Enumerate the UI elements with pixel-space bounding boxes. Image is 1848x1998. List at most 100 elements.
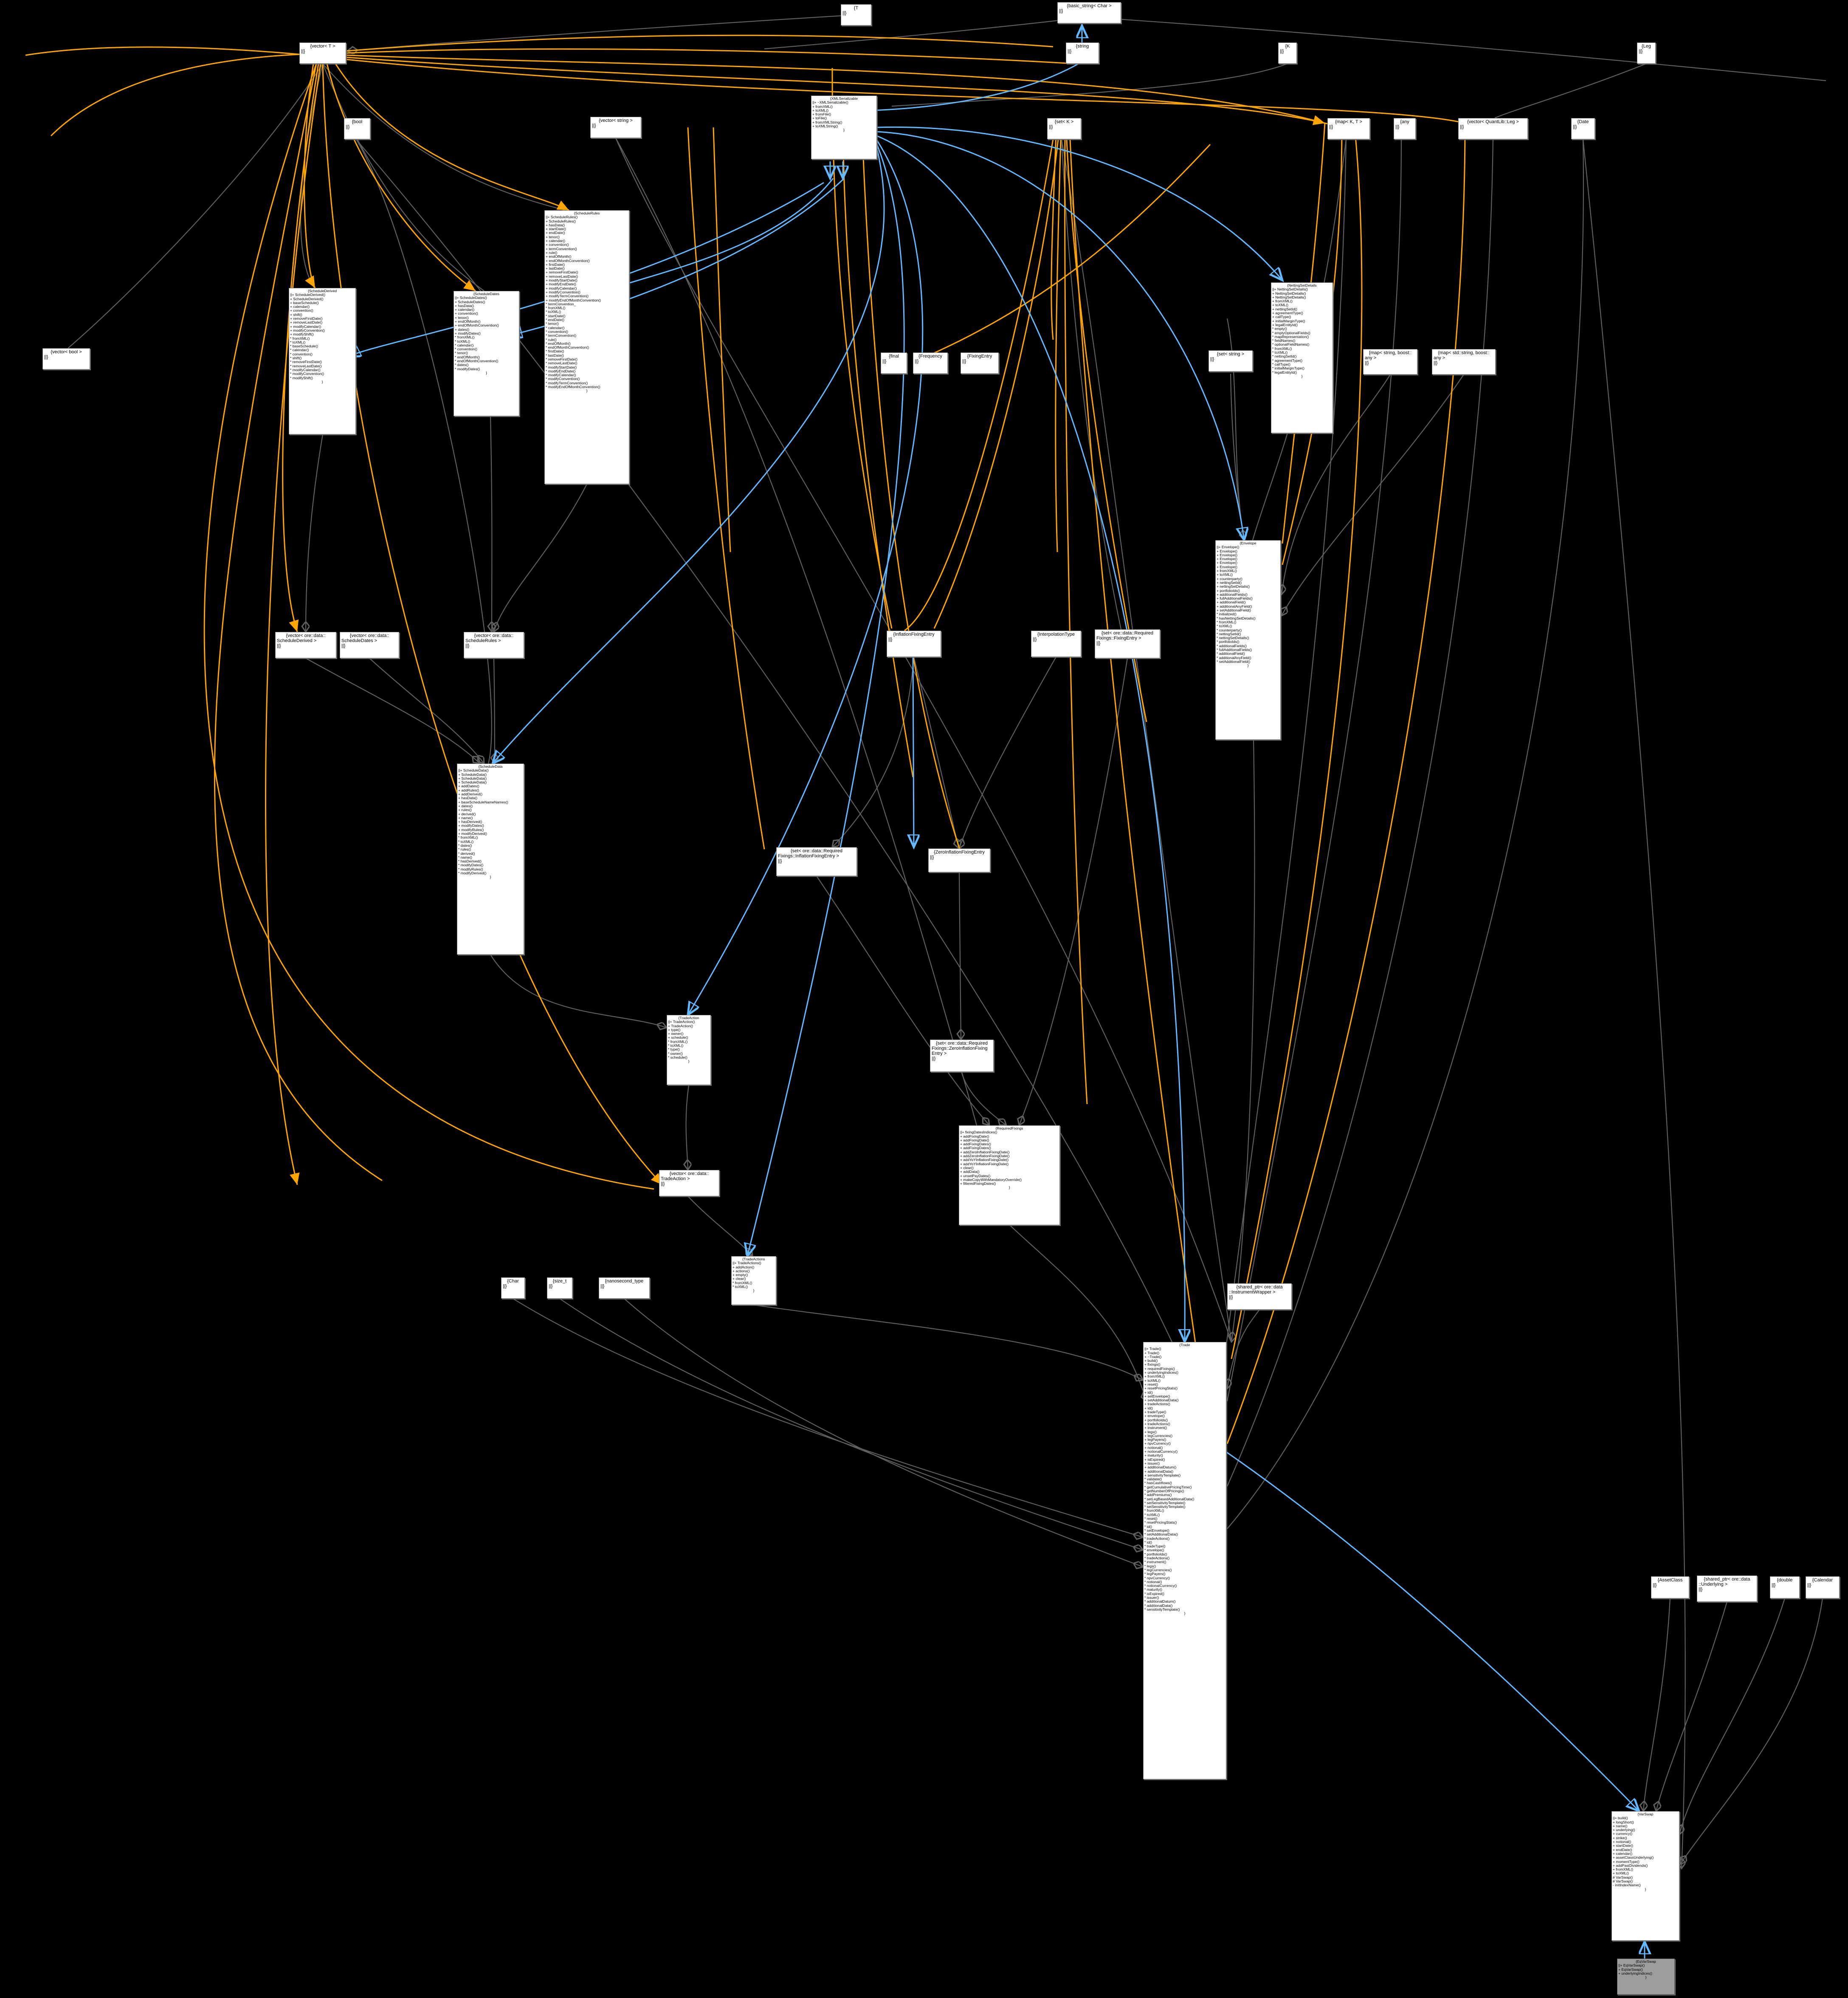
class-member: * modifyShift() (290, 376, 313, 380)
class-member: * convention() (290, 352, 313, 356)
class-member: ||} (1365, 361, 1369, 366)
class-member: + legs() (1144, 1430, 1157, 1434)
class-member: + tradeActions() (1144, 1422, 1170, 1426)
class-node-scheduledata[interactable]: {ScheduleData||+ ScheduleData()+ Schedul… (457, 764, 524, 955)
class-member: * nettingSetDetails() (1217, 636, 1249, 640)
class-node-map_std_string[interactable]: {map< std::string, boost::any >||} (1432, 349, 1496, 375)
class-node-any[interactable]: {any||} (1394, 118, 1416, 139)
class-member: + schedule() (668, 1036, 688, 1040)
class-member: * modifyStartDate() (546, 365, 577, 369)
class-close-brace: } (586, 389, 588, 393)
class-member: + termConvention() (546, 247, 577, 251)
class-node-set_string[interactable]: {set< string >||} (1209, 350, 1253, 372)
class-node-schedulerules[interactable]: {ScheduleRules||+ ScheduleRules()+ Sched… (544, 210, 629, 484)
class-node-map_kt[interactable]: {map< K, T >||} (1327, 118, 1370, 139)
class-node-requiredfixings[interactable]: {RequiredFixings||+ fixingDatesIndices()… (959, 1125, 1060, 1225)
class-node-trade[interactable]: {Trade||+ Trade()+ Trade()+ ~Trade()+ bu… (1143, 1342, 1226, 1779)
class-member: + addPastDividends() (1613, 1863, 1648, 1868)
class-node-basic_string[interactable]: {basic_string< Char >||} (1057, 2, 1121, 23)
class-member: + modifyConvention() (290, 328, 325, 333)
class-node-map_string_bool[interactable]: {map< string, boost::any >||} (1363, 349, 1417, 375)
class-node-vector_bool[interactable]: {vector< bool >||} (42, 348, 90, 369)
class-node-bool[interactable]: {bool||} (344, 118, 370, 139)
class-node-vec_schedrules[interactable]: {vector< ore::data::ScheduleRules >||} (464, 632, 524, 658)
class-node-date[interactable]: {Date||} (1571, 118, 1595, 139)
class-member: + baseSchedule() (290, 301, 319, 305)
class-title: {Trade (1179, 1343, 1190, 1347)
class-node-double[interactable]: {double||} (1770, 1576, 1800, 1598)
class-node-scheduledates[interactable]: {ScheduleDates||+ ScheduleDates()+ Sched… (454, 291, 519, 416)
class-member: * portfolioIds() (1144, 1552, 1167, 1556)
class-title: {set< K > (1054, 119, 1074, 124)
class-member: Entry > (932, 1051, 947, 1056)
class-node-fixingentry[interactable]: {FixingEntry||} (961, 352, 999, 374)
class-node-vector_leg[interactable]: {vector< QuantLib::Leg >||} (1458, 118, 1528, 139)
class-title: {map< K, T > (1335, 119, 1362, 124)
class-node-t_top[interactable]: {T||} (841, 4, 871, 25)
class-node-set_k[interactable]: {set< K >||} (1047, 118, 1081, 139)
class-node-xmlserializable[interactable]: {XMLSerializable||+ ~XMLSerializable()+ … (811, 96, 877, 159)
class-member: * convention() (546, 330, 569, 334)
class-node-varswap[interactable]: {VarSwap||+ build()+ longShort()+ name()… (1611, 1811, 1679, 1941)
class-node-inflfixingentry[interactable]: {InflationFixingEntry||} (887, 631, 941, 657)
class-member: ||+ ScheduleDerived() (290, 293, 326, 297)
class-node-leg_top[interactable]: {Leg||} (1637, 42, 1656, 64)
class-node-tradeactions[interactable]: {TradeActions||+ TradeActions()+ addActi… (731, 1256, 776, 1305)
class-member: ||} (277, 643, 281, 648)
class-node-char[interactable]: {Char||} (501, 1277, 525, 1299)
class-member: ||} (1280, 49, 1284, 54)
class-node-vec_tradeaction[interactable]: {vector< ore::data::TradeAction >||} (659, 1170, 719, 1196)
class-member: * setSensitivityTemplate() (1144, 1505, 1186, 1509)
class-member: ||} (1807, 1583, 1811, 1588)
class-member: + name() (1613, 1824, 1628, 1828)
class-node-k_top[interactable]: {K||} (1278, 42, 1297, 64)
class-member: + underlyingIndices() (1618, 1971, 1653, 1975)
class-member: + fixings() (1144, 1363, 1161, 1367)
class-member: + additionalFields() (1217, 592, 1248, 597)
class-node-tradeaction[interactable]: {TradeAction||+ TradeAction()+ TradeActi… (667, 1015, 711, 1085)
class-member: ScheduleRules > (465, 638, 501, 643)
class-member: ||} (346, 124, 350, 130)
class-node-envelope[interactable]: {Envelope||+ Envelope()+ Envelope()+ Env… (1215, 540, 1281, 740)
class-node-nanosecond[interactable]: {nanosecond_type||} (599, 1277, 650, 1299)
class-member: + actions() (732, 1269, 750, 1273)
class-member: + modifyTermConvention() (546, 294, 589, 299)
class-node-size_t[interactable]: {size_t||} (547, 1277, 572, 1299)
class-member: * resetPricingStats() (1144, 1521, 1177, 1525)
class-node-shared_underly[interactable]: {shared_ptr< ore::data::Underlying >||} (1697, 1575, 1757, 1602)
class-member: * legs() (1144, 1564, 1156, 1568)
class-member: * endOfMonth() (546, 341, 571, 346)
class-node-schedulederived[interactable]: {ScheduleDerived||+ ScheduleDerived()+ S… (289, 288, 356, 434)
class-member: * modifyCalendar() (290, 368, 321, 372)
class-node-nettingsetdetails[interactable]: {NettingSetDetails||+ NettingSetDetails(… (1271, 282, 1333, 433)
class-node-vector_string[interactable]: {vector< string >||} (590, 117, 641, 138)
class-close-brace: } (1247, 663, 1249, 668)
class-member: ||} (503, 1284, 507, 1289)
class-member: + addFixingDate() (960, 1138, 989, 1142)
class-member: * legalEntityId() (1272, 370, 1297, 375)
class-member: ||+ NettingSetDetails() (1272, 287, 1308, 292)
class-node-final[interactable]: {final||} (881, 352, 907, 374)
class-node-vector_t[interactable]: {vector< T >||} (299, 42, 346, 64)
class-member: * removeLastDate() (290, 364, 322, 368)
class-node-interpolationtype[interactable]: {InterpolationType||} (1031, 631, 1081, 657)
class-node-frequency[interactable]: {Frequency||} (913, 352, 948, 374)
class-member: + baseScheduleNameNames() (458, 800, 508, 804)
class-member: * fromXML() (290, 336, 310, 341)
class-node-vec_schedderived[interactable]: {vector< ore::data::ScheduleDerived >||} (275, 632, 336, 658)
class-member: + ScheduleDates() (455, 300, 485, 304)
class-node-zeroinflfixing[interactable]: {ZeroInflationFixingEntry||} (928, 848, 990, 872)
class-node-string[interactable]: {string||} (1066, 42, 1099, 64)
class-node-shared_instr[interactable]: {shared_ptr< ore::data::InstrumentWrappe… (1227, 1283, 1292, 1310)
class-node-eqvarswap[interactable]: {EqVarSwap||+ EqVarSwap()+ EqVarSwap()+ … (1617, 1959, 1675, 1995)
class-member: * toXML() (1144, 1513, 1160, 1517)
class-node-vec_scheddates[interactable]: {vector< ore::data::ScheduleDates >||} (340, 632, 399, 658)
class-member: + addFixingDates() (960, 1142, 991, 1147)
class-node-assetclass[interactable]: {AssetClass||} (1651, 1576, 1689, 1598)
class-node-calendar[interactable]: {Calendar||} (1806, 1576, 1840, 1598)
class-member: + EqVarSwap() (1618, 1967, 1643, 1972)
